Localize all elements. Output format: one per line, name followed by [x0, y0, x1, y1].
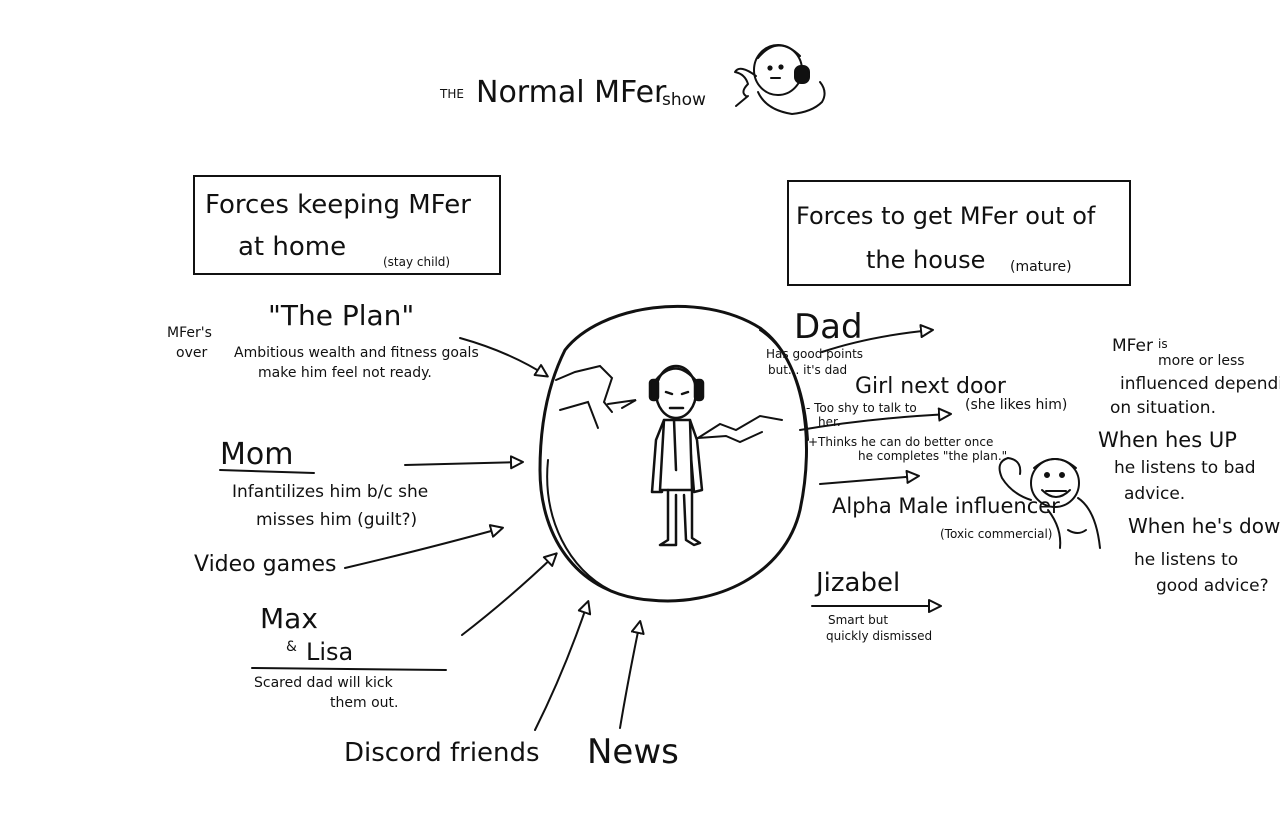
plan-line-1: Ambitious wealth and fitness goals — [234, 345, 479, 361]
plan-prefix-2: over — [176, 345, 208, 361]
left-heading-note: (stay child) — [383, 255, 451, 269]
plan-line-2: make him feel not ready. — [258, 365, 432, 381]
left-heading-line1: Forces keeping MFer — [205, 190, 471, 220]
plan-heading: "The Plan" — [268, 299, 415, 332]
alpha-heading: Alpha Male influencer — [832, 494, 1060, 518]
page-title: Normal MFer — [476, 75, 667, 110]
dad-line-1: Has good points — [766, 347, 864, 361]
girl-line-4: he completes "the plan." — [858, 449, 1008, 463]
side-note-is: is — [1158, 337, 1168, 351]
girl-line-3: +Thinks he can do better once — [808, 435, 994, 449]
video-games-label: Video games — [194, 552, 337, 577]
side-note-line-8: When he's down — [1128, 514, 1280, 538]
arrow-girl — [799, 407, 952, 431]
mom-line-1: Infantilizes him b/c she — [232, 482, 429, 502]
max-lisa-line-2: them out. — [330, 695, 399, 711]
underline-mom — [219, 469, 315, 474]
side-note-mfer: MFer — [1112, 336, 1153, 356]
arrow-mom — [404, 455, 524, 470]
girl-line-1: - Too shy to talk to — [806, 401, 917, 415]
mfer-stick-figure-icon — [648, 364, 705, 547]
side-note-line-6: he listens to bad — [1114, 458, 1256, 478]
arrow-video-games — [344, 524, 504, 569]
arrow-max-lisa — [461, 552, 558, 636]
discord-label: Discord friends — [344, 738, 540, 768]
title-suffix: show — [662, 90, 706, 110]
muscle-influencer-icon — [998, 457, 1101, 549]
news-label: News — [587, 732, 679, 772]
max-name: Max — [260, 602, 318, 635]
lisa-name: Lisa — [306, 638, 354, 666]
max-lisa-line-1: Scared dad will kick — [254, 675, 393, 691]
girl-line-2: her. — [818, 415, 841, 429]
arrow-discord — [534, 600, 592, 731]
arrow-news — [619, 620, 645, 729]
arrow-plan — [459, 337, 549, 378]
max-lisa-ampersand: & — [286, 639, 297, 655]
dad-heading: Dad — [794, 307, 863, 347]
side-note-line-10: good advice? — [1156, 576, 1269, 596]
mom-heading: Mom — [220, 437, 294, 472]
dad-line-2: but... it's dad — [768, 363, 848, 377]
right-heading-note: (mature) — [1010, 259, 1072, 275]
podcast-host-headphones-icon — [734, 44, 826, 115]
side-note-line-4: on situation. — [1110, 398, 1216, 418]
girl-note: (she likes him) — [965, 397, 1068, 413]
arrow-alpha — [819, 469, 920, 485]
jizabel-heading: Jizabel — [816, 568, 901, 598]
underline-max-lisa — [251, 667, 447, 671]
jizabel-line-1: Smart but — [828, 613, 889, 627]
right-heading-box — [787, 180, 1131, 286]
title-prefix: THE — [440, 87, 464, 101]
alpha-note: (Toxic commercial) — [940, 527, 1053, 541]
left-heading-line2: at home — [238, 232, 347, 262]
comfort-bubble — [538, 304, 809, 603]
side-note-line-7: advice. — [1124, 484, 1186, 504]
right-heading-line1: Forces to get MFer out of — [796, 202, 1096, 230]
side-note-line-3: influenced depending — [1120, 374, 1280, 394]
plan-prefix-1: MFer's — [167, 325, 212, 341]
side-note-line-2: more or less — [1158, 353, 1245, 369]
side-note-line-9: he listens to — [1134, 550, 1239, 570]
jizabel-line-2: quickly dismissed — [826, 629, 933, 643]
right-heading-line2: the house — [866, 246, 986, 274]
girl-heading: Girl next door — [855, 374, 1006, 399]
side-note-line-5: When hes UP — [1098, 428, 1237, 452]
arrow-dad — [821, 324, 934, 353]
mom-line-2: misses him (guilt?) — [256, 510, 418, 530]
left-heading-box — [193, 175, 501, 275]
